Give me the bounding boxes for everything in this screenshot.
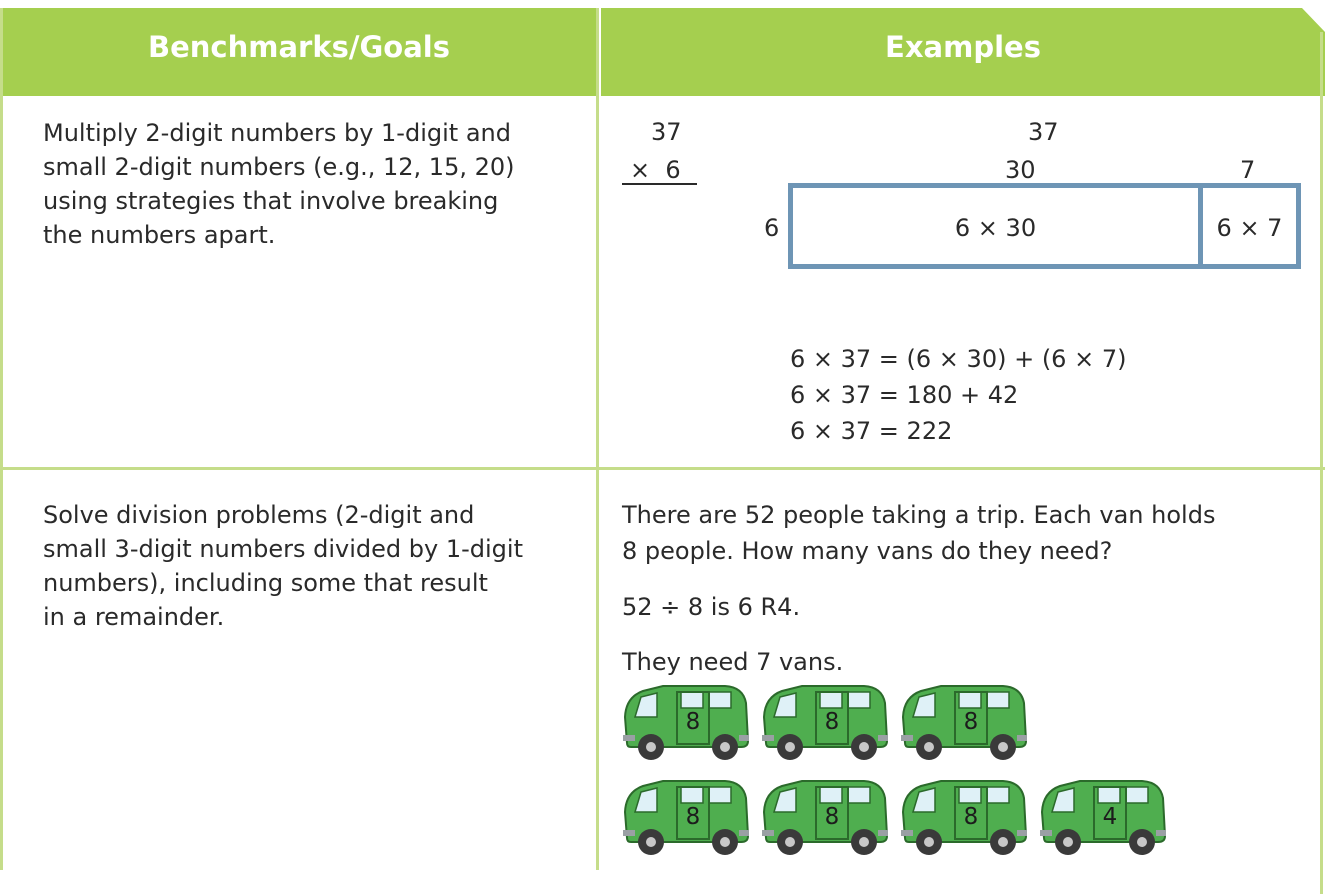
goal-line: Multiply 2-digit numbers by 1-digit and	[43, 119, 511, 147]
division-statement: 52 ÷ 8 is 6 R4.	[622, 593, 801, 621]
van-capacity-label: 8	[686, 709, 701, 735]
van-icon: 8	[762, 780, 889, 855]
van-capacity-label: 8	[825, 804, 840, 830]
van-icon: 8	[901, 780, 1028, 855]
goal-line: using strategies that involve breaking	[43, 187, 499, 215]
table-right-border	[1320, 32, 1323, 894]
equation-line: 6 × 37 = 180 + 42	[790, 381, 1019, 409]
goal-line: Solve division problems (2-digit and	[43, 501, 475, 529]
goal-line: numbers), including some that result	[43, 569, 488, 597]
van-icon: 8	[623, 685, 750, 760]
column-divider	[596, 8, 599, 870]
area-rectangle	[788, 183, 1301, 269]
multiplier: × 6	[630, 156, 681, 184]
van-capacity-label: 8	[964, 709, 979, 735]
van-icon: 4	[1040, 780, 1167, 855]
area-split-line	[1198, 183, 1203, 269]
header-corner-fold	[1300, 8, 1325, 96]
area-right-cell: 6 × 7	[1216, 214, 1283, 242]
area-total-label: 37	[1028, 118, 1059, 146]
van-icon: 8	[901, 685, 1028, 760]
answer-statement: They need 7 vans.	[622, 648, 844, 676]
van-icon: 8	[762, 685, 889, 760]
multiplicand: 37	[651, 118, 682, 146]
van-capacity-label: 8	[825, 709, 840, 735]
equation-line: 6 × 37 = 222	[790, 417, 953, 445]
header-examples-bar	[601, 8, 1301, 96]
area-left-cell: 6 × 30	[954, 214, 1037, 242]
area-tens-label: 30	[1005, 156, 1036, 184]
table-left-border	[0, 8, 3, 870]
problem-line: There are 52 people taking a trip. Each …	[622, 501, 1216, 529]
goal-line: small 3-digit numbers divided by 1-digit	[43, 535, 523, 563]
area-ones-label: 7	[1240, 156, 1256, 184]
goal-line: in a remainder.	[43, 603, 225, 631]
van-capacity-label: 8	[964, 804, 979, 830]
van-capacity-label: 4	[1103, 804, 1118, 830]
row-divider	[0, 467, 1325, 470]
header-goals: Benchmarks/Goals	[148, 30, 450, 64]
goal-line: the numbers apart.	[43, 221, 276, 249]
header-goals-bar	[0, 8, 598, 96]
area-side-label: 6	[764, 214, 780, 242]
problem-line: 8 people. How many vans do they need?	[622, 537, 1113, 565]
sum-underline	[622, 183, 697, 185]
header-examples: Examples	[885, 30, 1041, 64]
van-capacity-label: 8	[686, 804, 701, 830]
benchmarks-table: Benchmarks/Goals Examples Multiply 2-dig…	[0, 8, 1325, 894]
equation-line: 6 × 37 = (6 × 30) + (6 × 7)	[790, 345, 1127, 373]
goal-line: small 2-digit numbers (e.g., 12, 15, 20)	[43, 153, 515, 181]
van-icon: 8	[623, 780, 750, 855]
